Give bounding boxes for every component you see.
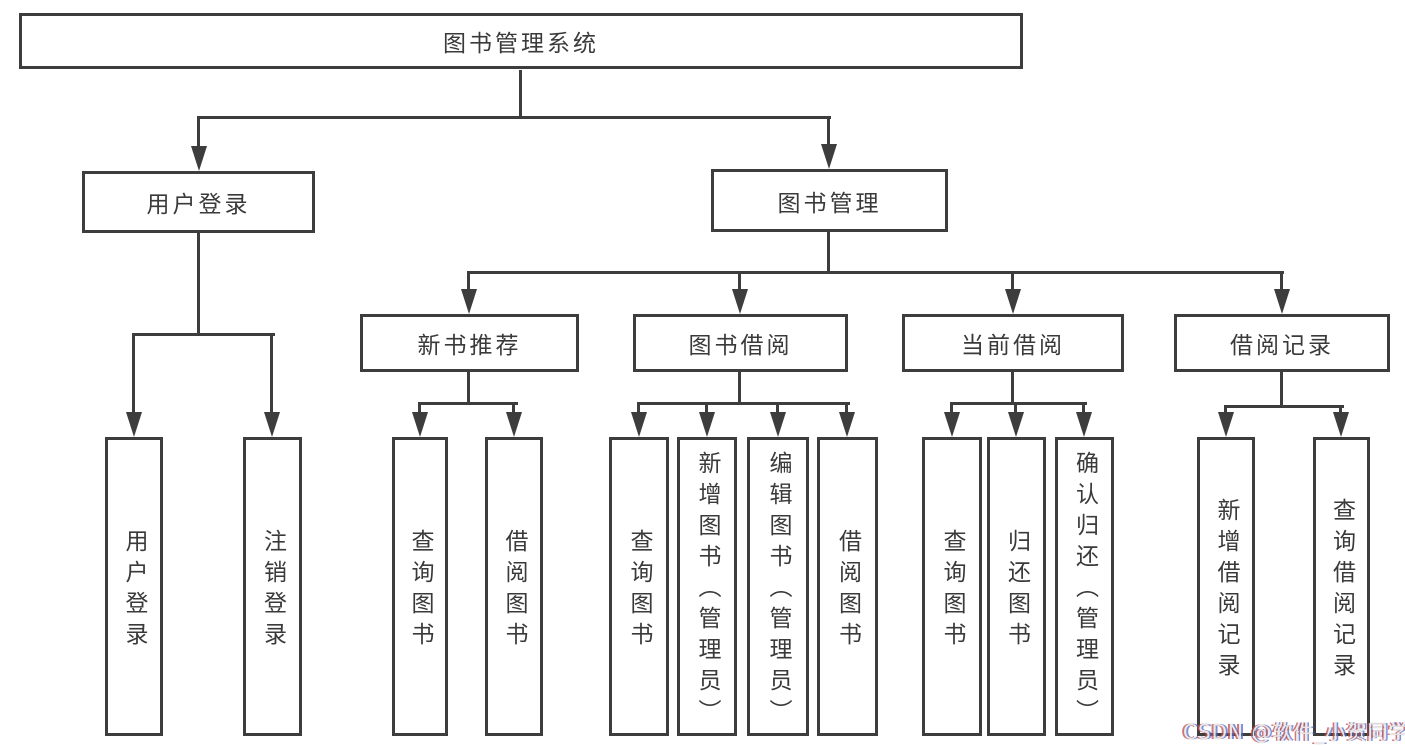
arrow-down-icon — [412, 412, 428, 437]
connector-line — [776, 402, 779, 415]
arrow-down-icon — [839, 412, 855, 437]
connector-line — [637, 402, 640, 415]
arrow-down-icon — [1005, 289, 1021, 314]
connector-line — [738, 372, 741, 405]
leaf-node-borrow-book-under-borrow: 借阅图书 — [817, 437, 878, 736]
leaf-label: 查询借阅记录 — [1328, 497, 1355, 684]
leaf-label: 借阅图书 — [501, 528, 527, 653]
connector-line — [950, 402, 1087, 405]
connector-line — [1339, 405, 1342, 415]
connector-line — [950, 402, 953, 415]
connector-line — [519, 70, 522, 119]
node-book-management: 图书管理 — [711, 169, 948, 232]
leaf-node-query-book-under-borrow: 查询图书 — [609, 437, 669, 736]
connector-line — [512, 402, 515, 415]
connector-line — [1280, 372, 1283, 408]
arrow-down-icon — [631, 412, 647, 437]
connector-line — [637, 402, 850, 405]
leaf-label: 注销登录 — [259, 528, 286, 653]
node-current-borrow: 当前借阅 — [902, 314, 1124, 372]
arrow-down-icon — [461, 289, 477, 314]
leaf-label: 查询图书 — [407, 528, 433, 653]
connector-line — [845, 402, 848, 415]
connector-line — [467, 271, 470, 291]
leaf-node-user-login: 用户登录 — [105, 437, 163, 736]
leaf-node-add-borrow-record: 新增借阅记录 — [1197, 437, 1255, 736]
connector-line — [1224, 405, 1344, 408]
arrow-down-icon — [264, 412, 280, 437]
node-borrow-record: 借阅记录 — [1174, 314, 1390, 372]
connector-line — [1224, 405, 1227, 415]
leaf-node-add-book-admin: 新增图书（管理员） — [677, 437, 737, 736]
connector-line — [827, 232, 830, 274]
leaf-label: 新增借阅记录 — [1213, 497, 1239, 684]
arrow-down-icon — [1008, 412, 1024, 437]
leaf-label: 新增图书（管理员） — [694, 451, 720, 730]
leaf-node-return-book: 归还图书 — [987, 437, 1046, 736]
connector-line — [1011, 271, 1014, 291]
arrow-down-icon — [699, 412, 715, 437]
leaf-node-logout-login: 注销登录 — [243, 437, 302, 736]
leaf-node-query-borrow-record: 查询借阅记录 — [1313, 437, 1370, 736]
leaf-node-confirm-return-admin: 确认归还（管理员） — [1055, 437, 1114, 736]
leaf-label: 借阅图书 — [834, 528, 861, 653]
connector-line — [467, 372, 470, 405]
arrow-down-icon — [191, 146, 207, 171]
root-node-library-management-system: 图书管理系统 — [19, 13, 1023, 69]
arrow-down-icon — [126, 412, 142, 437]
arrow-down-icon — [1076, 412, 1092, 437]
arrow-down-icon — [770, 412, 786, 437]
leaf-label: 用户登录 — [121, 528, 147, 653]
leaf-node-query-book-under-recommend: 查询图书 — [392, 437, 448, 736]
arrow-down-icon — [732, 289, 748, 314]
connector-line — [132, 333, 275, 336]
arrow-down-icon — [1333, 412, 1349, 437]
connector-line — [197, 233, 200, 336]
leaf-label: 查询图书 — [626, 528, 652, 653]
connector-line — [197, 116, 831, 119]
arrow-down-icon — [506, 412, 522, 437]
arrow-down-icon — [944, 412, 960, 437]
node-user-login: 用户登录 — [82, 171, 315, 233]
connector-line — [827, 116, 830, 146]
connector-line — [1082, 402, 1085, 415]
arrow-down-icon — [821, 144, 837, 169]
connector-line — [467, 271, 1284, 274]
connector-line — [1011, 372, 1014, 405]
connector-line — [705, 402, 708, 415]
leaf-label: 编辑图书（管理员） — [765, 451, 791, 730]
arrow-down-icon — [1274, 289, 1290, 314]
node-new-book-recommend: 新书推荐 — [360, 314, 579, 372]
connector-line — [132, 333, 135, 414]
leaf-node-borrow-book-under-recommend: 借阅图书 — [485, 437, 543, 736]
leaf-label: 归还图书 — [1003, 528, 1030, 653]
connector-line — [270, 333, 273, 414]
leaf-node-edit-book-admin: 编辑图书（管理员） — [747, 437, 809, 736]
connector-line — [1014, 402, 1017, 415]
connector-line — [197, 116, 200, 148]
csdn-watermark: CSDN @软件_小贺同学 — [1183, 720, 1405, 744]
leaf-node-query-book-under-current: 查询图书 — [922, 437, 982, 736]
node-book-borrow: 图书借阅 — [633, 314, 848, 372]
arrow-down-icon — [1218, 412, 1234, 437]
connector-line — [738, 271, 741, 291]
leaf-label: 查询图书 — [939, 528, 965, 653]
leaf-label: 确认归还（管理员） — [1071, 451, 1098, 730]
connector-line — [418, 402, 421, 415]
connector-line — [418, 402, 518, 405]
connector-line — [1280, 271, 1283, 291]
